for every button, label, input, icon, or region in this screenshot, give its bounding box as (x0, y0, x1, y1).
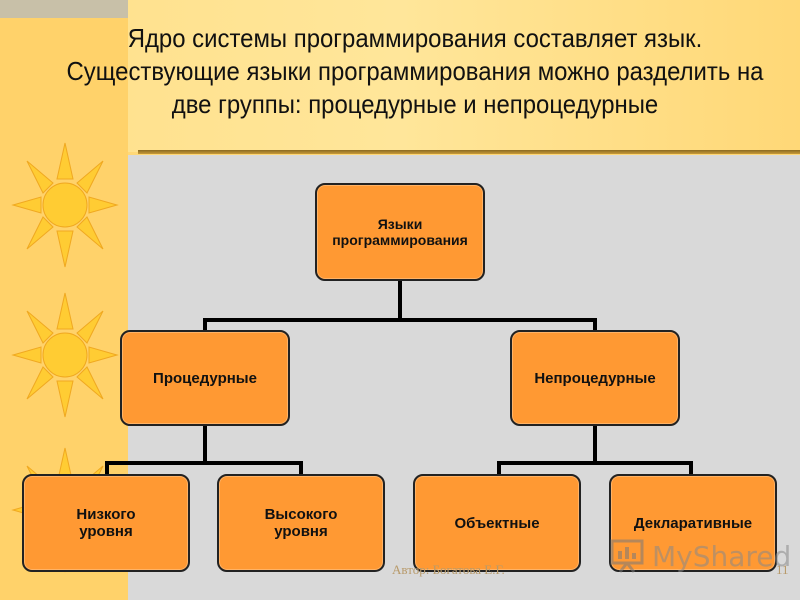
sun-icon (11, 142, 119, 268)
watermark-text: MyShared (652, 539, 792, 573)
connector-line (203, 318, 597, 322)
connector-line (398, 280, 402, 320)
presentation-icon (610, 539, 644, 573)
slide-title: Ядро системы программирования составляет… (66, 23, 764, 119)
connector-line (105, 461, 303, 465)
connector-line (593, 318, 597, 332)
node-root: Языки программирования (315, 183, 485, 281)
connector-line (105, 461, 109, 477)
watermark: MyShared (610, 536, 791, 576)
connector-line (299, 461, 303, 477)
connector-line (689, 461, 693, 477)
node-high-level: Высокого уровня (217, 474, 385, 572)
node-declarative-label: Декларативные (633, 514, 753, 532)
sun-icon (11, 292, 119, 418)
connector-line (593, 425, 597, 465)
node-object: Объектные (413, 474, 581, 572)
node-nonprocedural-label: Непроцедурные (534, 369, 656, 387)
node-low-level: Низкого уровня (22, 474, 190, 572)
node-root-label: Языки программирования (332, 216, 468, 248)
node-low-level-label: Низкого уровня (76, 506, 136, 540)
connector-line (203, 425, 207, 465)
node-declarative: Декларативные (609, 474, 777, 572)
node-procedural-label: Процедурные (153, 369, 257, 387)
connector-line (203, 318, 207, 332)
footer-author: Автор: Богатова Е.Г. (392, 562, 505, 577)
node-nonprocedural: Непроцедурные (510, 330, 680, 426)
corner-decoration (0, 0, 128, 18)
connector-line (497, 461, 693, 465)
node-object-label: Объектные (454, 514, 540, 532)
node-procedural: Процедурные (120, 330, 290, 426)
node-high-level-label: Высокого уровня (264, 506, 338, 540)
connector-line (497, 461, 501, 477)
page-number: 11 (776, 562, 789, 577)
title-divider (138, 150, 800, 154)
header-background (0, 0, 800, 152)
